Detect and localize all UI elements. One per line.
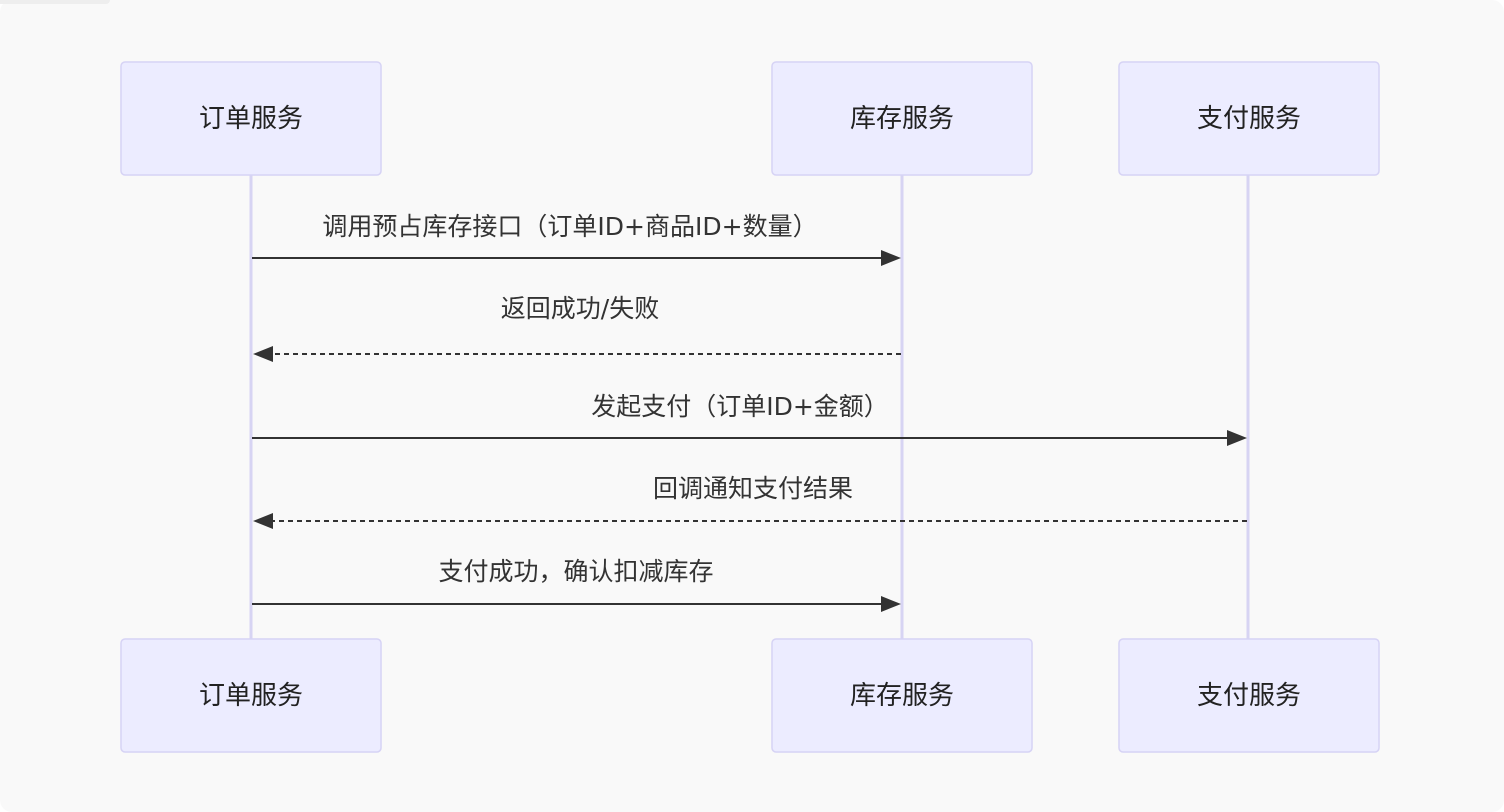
message-label: 返回成功/失败 (501, 294, 659, 323)
arrowhead-right (1227, 430, 1247, 446)
actor-order-bottom: 订单服务 (120, 638, 382, 753)
actor-label: 库存服务 (850, 681, 954, 711)
message-label: 发起支付（订单ID+金额） (591, 392, 889, 421)
actor-inventory-top: 库存服务 (771, 61, 1033, 176)
message-reserve-inventory: 调用预占库存接口（订单ID+商品ID+数量） (252, 212, 901, 266)
actor-label: 订单服务 (199, 681, 303, 711)
arrowhead-left (253, 346, 273, 362)
message-initiate-payment: 发起支付（订单ID+金额） (252, 392, 1247, 446)
actor-inventory-bottom: 库存服务 (771, 638, 1033, 753)
actor-label: 订单服务 (199, 104, 303, 134)
corner-tab (0, 0, 110, 4)
message-label: 调用预占库存接口（订单ID+商品ID+数量） (322, 212, 817, 241)
arrowhead-left (253, 513, 273, 529)
actor-payment-top: 支付服务 (1118, 61, 1380, 176)
actor-label: 支付服务 (1197, 681, 1301, 711)
actor-order-top: 订单服务 (120, 61, 382, 176)
arrowhead-right (881, 596, 901, 612)
actor-label: 库存服务 (850, 104, 954, 134)
message-payment-callback: 回调通知支付结果 (253, 474, 1247, 529)
arrowhead-right (881, 250, 901, 266)
message-label: 回调通知支付结果 (653, 474, 853, 503)
actor-payment-bottom: 支付服务 (1118, 638, 1380, 753)
message-confirm-deduction: 支付成功，确认扣减库存 (252, 557, 901, 612)
actor-label: 支付服务 (1197, 104, 1301, 134)
message-return-result: 返回成功/失败 (253, 294, 901, 362)
message-label: 支付成功，确认扣减库存 (438, 557, 713, 586)
